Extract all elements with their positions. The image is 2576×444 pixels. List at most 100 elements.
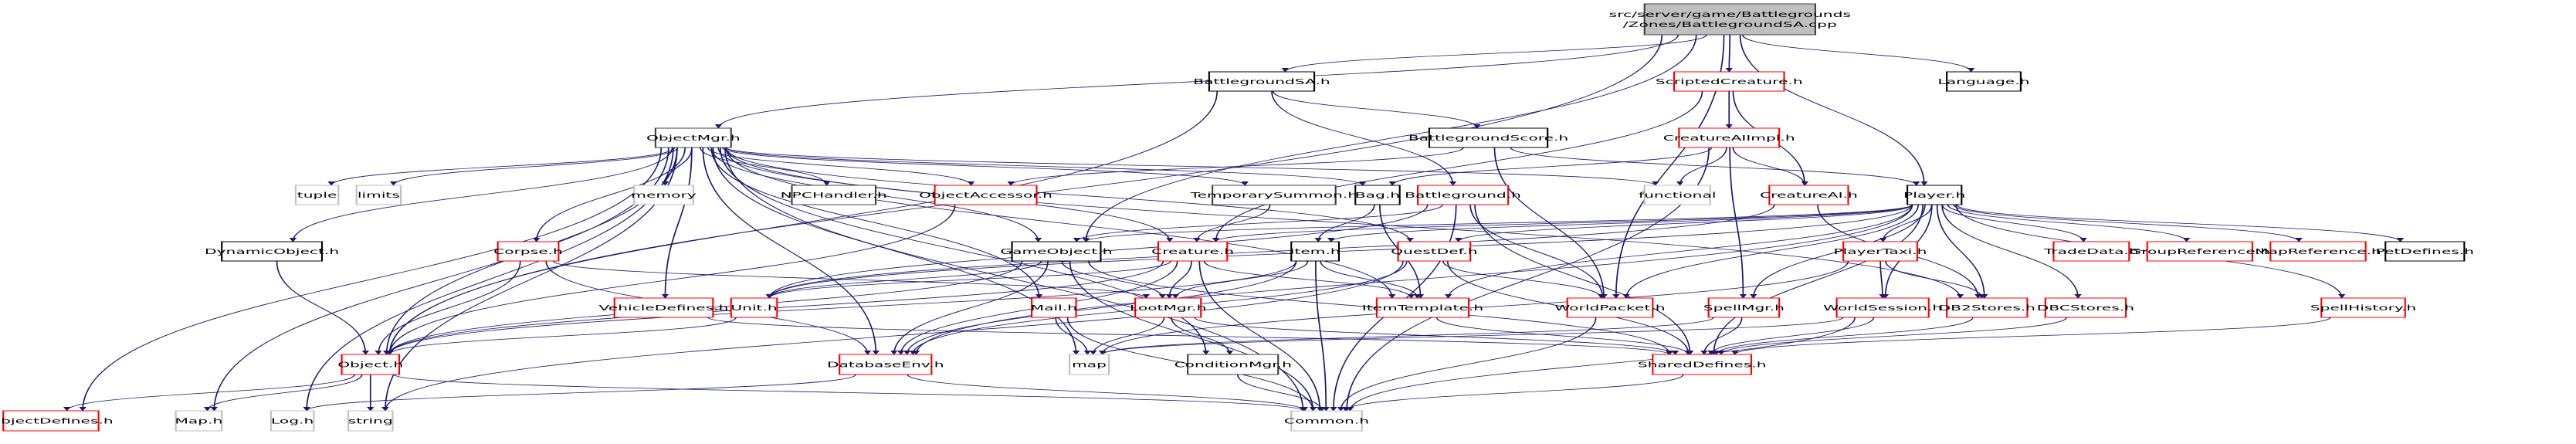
node-label: map [1072,360,1107,368]
node-creature[interactable]: Creature.h [1151,241,1234,262]
node-creature-ai[interactable]: CreatureAI.h [1760,185,1858,205]
node-game-object[interactable]: GameObject.h [1000,241,1113,262]
edge-player-to-quest-def [1454,204,1913,242]
node-label: src/server/game/Battlegrounds [1609,10,1851,19]
node-unit[interactable]: Unit.h [730,297,778,318]
edge-spell-mgr-to-map [1098,317,1714,355]
node-label: Battleground.h [1405,191,1521,199]
node-log[interactable]: Log.h [269,410,315,432]
node-label: ObjectDefines.h [0,416,114,425]
edge-temporary-summon-to-creature [1193,204,1271,242]
node-box [341,354,401,375]
node-vehicle-defines[interactable]: VehicleDefines.h [599,297,729,318]
edge-creature-to-item-template [1203,260,1415,299]
edge-player-to-item-template [1444,204,1913,299]
node-world-session[interactable]: WorldSession.h [1823,297,1942,318]
node-label: /Zones/BattlegroundSA.cpp [1623,20,1837,29]
node-creature-aiimpl[interactable]: CreatureAIImpl.h [1663,127,1795,148]
edge-world-packet-to-common [1337,317,1597,412]
node-spell-history[interactable]: SpellHistory.h [2310,297,2417,318]
node-box [1768,185,1849,205]
node-box [2052,241,2130,262]
node-label: QuestDef.h [1391,247,1477,256]
edge-object-mgr-to-functional [725,147,1659,186]
node-object-mgr[interactable]: ObjectMgr.h [646,127,741,148]
node-npchandler[interactable]: NPCHandler.h [781,185,887,205]
node-battleground-sa[interactable]: BattlegroundSA.h [1193,71,1330,92]
node-src[interactable]: src/server/game/Battlegrounds/Zones/Batt… [1609,3,1851,36]
node-map[interactable]: map [1068,354,1110,375]
node-temporary-summon[interactable]: TemporarySummon.h [1189,185,1357,205]
node-object-defines[interactable]: ObjectDefines.h [0,410,114,432]
edge-player-to-db2-stores [1936,204,1988,299]
node-battleground-score[interactable]: BattlegroundScore.h [1408,127,1568,148]
edge-item-template-to-shared-defines [1435,317,1692,355]
edge-object-mgr-to-npchandler [700,147,831,186]
node-player-taxi[interactable]: PlayerTaxi.h [1833,241,1927,262]
node-battleground[interactable]: Battleground.h [1405,185,1521,205]
node-item-template[interactable]: ItemTemplate.h [1362,297,1483,318]
node-map-reference[interactable]: MapReference.h [2255,241,2381,262]
node-object-accessor[interactable]: ObjectAccessor.h [919,185,1052,205]
node-item[interactable]: Item.h [1290,241,1341,262]
node-trade-data[interactable]: TradeData.h [2043,241,2139,262]
edge-object-mgr-to-quest-def [725,147,1414,242]
node-dbcstores[interactable]: DBCStores.h [2037,297,2134,318]
node-corpse[interactable]: Corpse.h [493,241,563,262]
node-label: Item.h [1290,247,1340,256]
node-db2-stores[interactable]: DB2Stores.h [1939,297,2035,318]
node-bag[interactable]: Bag.h [1354,185,1401,205]
edge-item-to-common [1314,260,1330,412]
edge-object-mgr-to-condition-mgr [719,147,1210,355]
node-quest-def[interactable]: QuestDef.h [1391,241,1478,262]
node-label: MapReference.h [2255,247,2381,256]
edge-player-to-item [1327,204,1913,242]
node-box [2146,241,2253,262]
node-object[interactable]: Object.h [337,354,403,375]
node-language[interactable]: Language.h [1938,71,2030,92]
node-box [1428,127,1549,148]
node-spell-mgr[interactable]: SpellMgr.h [1703,297,1785,318]
edge-player-to-unit [765,204,1913,299]
edge-object-mgr-to-corpse [532,147,686,242]
node-world-packet[interactable]: WorldPacket.h [1554,297,1666,318]
edge-database-env-to-log [303,374,857,412]
node-box [1068,354,1110,375]
node-player[interactable]: Player.h [1903,185,1965,205]
node-label: LootMgr.h [1130,303,1206,312]
node-group-reference[interactable]: GroupReference.h [2130,241,2270,262]
node-string[interactable]: string [347,410,394,432]
node-label: DatabaseEnv.h [827,360,944,368]
node-box [1212,185,1337,205]
node-box [934,185,1038,205]
node-box [1652,354,1753,375]
edge-src-to-battleground-sa [1281,34,1707,73]
edge-condition-mgr-to-common [1236,374,1326,412]
node-condition-mgr[interactable]: ConditionMgr.h [1174,354,1292,375]
edge-battleground-score-to-object-accessor [1007,147,1464,186]
edge-player-to-creature [1212,204,1913,242]
edge-quest-def-to-world-packet [1442,260,1605,299]
node-label: TemporarySummon.h [1189,191,1357,199]
node-shared-defines[interactable]: SharedDefines.h [1638,354,1767,375]
node-limits[interactable]: limits [355,185,402,205]
node-label: Log.h [271,416,314,425]
edge-item-to-item-template [1320,260,1422,299]
node-pet-defines[interactable]: PetDefines.h [2376,241,2474,262]
node-map[interactable]: Map.h [175,410,223,432]
node-box [355,185,402,205]
edge-battleground-to-world-packet [1469,204,1607,299]
node-tuple[interactable]: tuple [294,185,340,205]
node-memory[interactable]: memory [631,185,697,205]
node-box [269,410,315,432]
node-common[interactable]: Common.h [1284,410,1369,432]
node-functional[interactable]: functional [1639,185,1717,205]
node-loot-mgr[interactable]: LootMgr.h [1130,297,1206,318]
node-label: GameObject.h [1000,247,1112,256]
node-database-env[interactable]: DatabaseEnv.h [827,354,944,375]
node-mail[interactable]: Mail.h [1031,297,1077,318]
node-label: Unit.h [730,303,777,312]
node-dynamic-object[interactable]: DynamicObject.h [205,241,339,262]
node-scripted-creature[interactable]: ScriptedCreature.h [1656,71,1803,92]
edge-player-to-world-packet [1622,204,1920,299]
